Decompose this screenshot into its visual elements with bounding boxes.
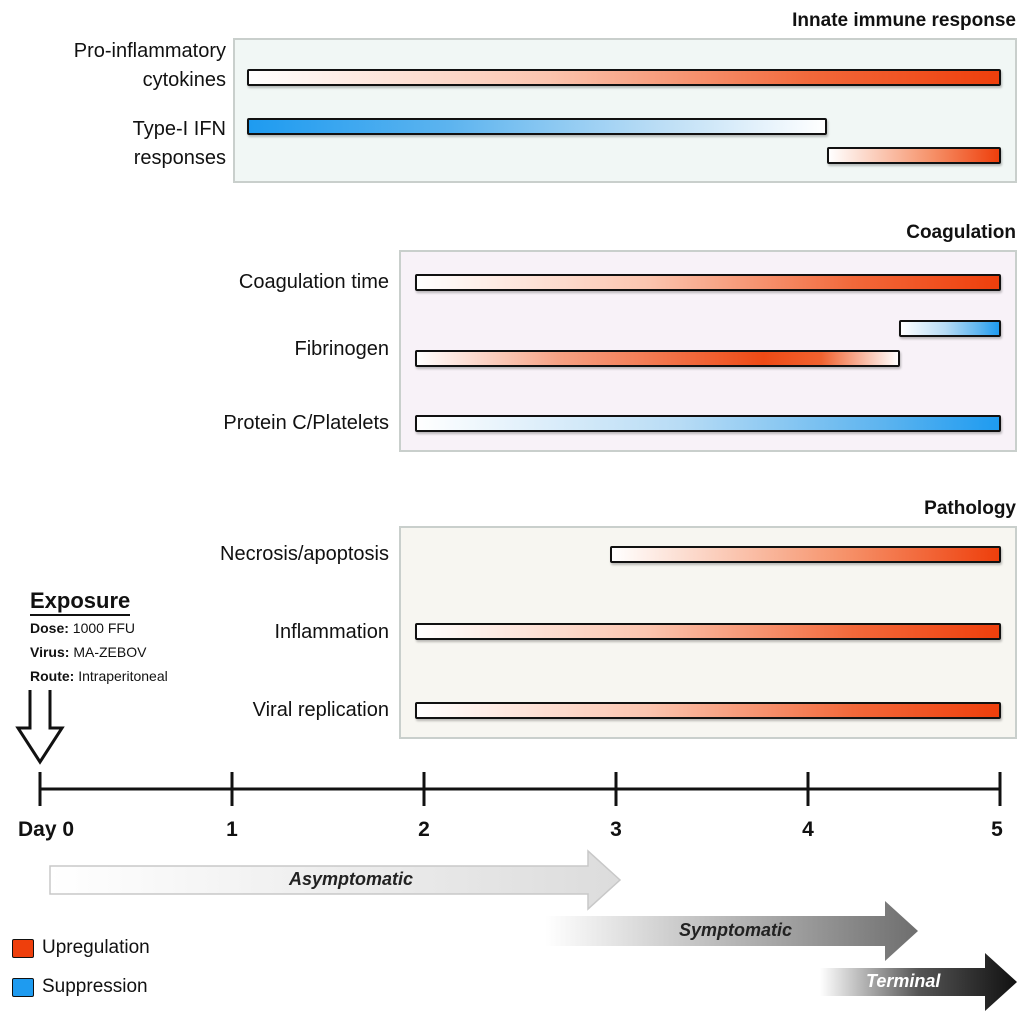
tick-label-3: 3 [610,818,622,841]
phase-label-symptomatic: Symptomatic [679,920,793,940]
label-necrosis-apoptosis: Necrosis/apoptosis [220,543,389,565]
legend-upregulation: Upregulation [12,937,150,959]
tick-label-2: 2 [418,818,430,841]
legend-swatch-upregulation [12,938,34,958]
section-title-coagulation: Coagulation [906,222,1016,243]
legend-label-suppression: Suppression [42,976,148,997]
terminal-arrow [820,953,1017,1011]
label-coagulation-time: Coagulation time [238,271,389,293]
tick-label-5: 5 [991,818,1003,841]
legend-swatch-suppression [12,977,34,997]
legend-label-upregulation: Upregulation [42,937,150,958]
label-fibrinogen: Fibrinogen [294,338,389,360]
tick-label-day-0: Day 0 [17,818,75,841]
legend-suppression: Suppression [12,976,148,998]
bar-ifn-suppression [247,118,827,135]
exposure-arrow-icon [15,690,65,765]
bar-viral-replication [415,702,1001,719]
symptomatic-arrow [545,901,918,961]
bar-proinflammatory-cytokines [247,69,1001,86]
tick-label-4: 4 [802,818,814,841]
label-proinflammatory: Pro-inflammatory cytokines [73,40,226,91]
phase-label-terminal: Terminal [866,971,941,991]
asymptomatic-arrow [49,849,622,911]
label-inflammation: Inflammation [274,621,390,643]
label-type-i-ifn: Type-I IFN responses [132,118,226,169]
bar-fibrinogen-upregulation [415,350,900,367]
exposure-virus: Virus: MA-ZEBOV [30,644,147,660]
label-viral-replication: Viral replication [252,699,389,721]
label-protein-c-platelets: Protein C/Platelets [223,412,389,434]
exposure-title: Exposure [30,588,131,616]
bar-protein-c-platelets [415,415,1001,432]
bar-necrosis-apoptosis [610,546,1001,563]
phase-label-asymptomatic: Asymptomatic [289,869,414,889]
bar-coagulation-time [415,274,1001,291]
bar-ifn-upregulation [827,147,1001,164]
bar-fibrinogen-suppression [899,320,1001,337]
innate-immune-panel [233,38,1017,183]
exposure-dose: Dose: 1000 FFU [30,620,136,636]
section-title-pathology: Pathology [924,498,1016,519]
exposure-route: Route: Intraperitoneal [30,668,168,684]
tick-label-1: 1 [226,818,238,841]
section-title-innate: Innate immune response [792,10,1016,31]
bar-inflammation [415,623,1001,640]
